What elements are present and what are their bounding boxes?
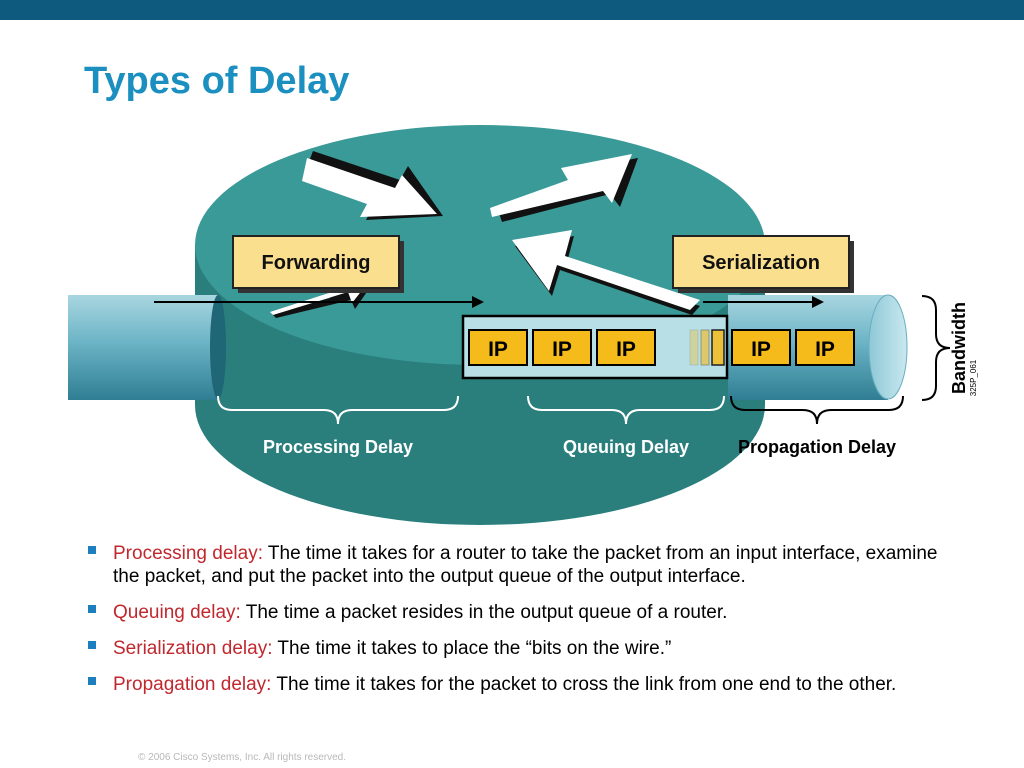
queuing-delay-label: Queuing Delay [563, 437, 689, 457]
bullet-item: Propagation delay: The time it takes for… [88, 673, 968, 696]
bullet-square-icon [88, 677, 96, 685]
bullet-square-icon [88, 605, 96, 613]
figure-code: 325P_061 [969, 359, 978, 396]
ip-packet: IP [795, 329, 855, 366]
top-bar [0, 0, 1024, 20]
ip-packet-label: IP [815, 338, 835, 361]
forwarding-box: Forwarding [232, 235, 404, 293]
propagation-brace [730, 395, 904, 425]
ip-packet-label: IP [616, 338, 636, 361]
delay-braces [217, 295, 951, 425]
bullet-term: Processing delay: [113, 543, 268, 564]
bullet-term: Propagation delay: [113, 674, 277, 695]
bullet-term: Serialization delay: [113, 638, 278, 659]
queuing-brace [527, 395, 725, 425]
bandwidth-brace [921, 295, 951, 401]
bullet-item: Serialization delay: The time it takes t… [88, 637, 968, 660]
ip-packet: IP [731, 329, 791, 366]
flow-arrows [154, 296, 824, 308]
bullet-item: Processing delay: The time it takes for … [88, 542, 968, 588]
slide-title: Types of Delay [84, 60, 350, 102]
input-pipe [68, 295, 226, 400]
bandwidth-label: Bandwidth [949, 302, 969, 394]
ip-packet: IP [532, 329, 592, 366]
ip-packet-label: IP [552, 338, 572, 361]
ip-packet-label: IP [488, 338, 508, 361]
delay-definitions-list: Processing delay: The time it takes for … [88, 542, 968, 709]
ip-packet-label: IP [751, 338, 771, 361]
ip-packet: IP [468, 329, 528, 366]
bullet-text: The time it takes for a router to take t… [113, 543, 938, 587]
ip-packet: IP [596, 329, 656, 366]
processing-brace [217, 395, 459, 425]
bullet-item: Queuing delay: The time a packet resides… [88, 601, 968, 624]
bullet-text: The time it takes to place the “bits on … [277, 638, 672, 659]
processing-delay-label: Processing Delay [263, 437, 413, 457]
bullet-square-icon [88, 546, 96, 554]
output-queue [461, 314, 729, 380]
bullet-text: The time it takes for the packet to cros… [276, 674, 897, 695]
propagation-delay-label: Propagation Delay [738, 437, 896, 457]
copyright-notice: © 2006 Cisco Systems, Inc. All rights re… [138, 752, 347, 763]
serialization-box: Serialization [672, 235, 854, 293]
bullet-text: The time a packet resides in the output … [245, 602, 728, 623]
bullet-square-icon [88, 641, 96, 649]
forwarding-label: Forwarding [262, 252, 371, 274]
serialization-label: Serialization [702, 252, 820, 274]
serializing-packet [689, 329, 725, 366]
bullet-term: Queuing delay: [113, 602, 246, 623]
